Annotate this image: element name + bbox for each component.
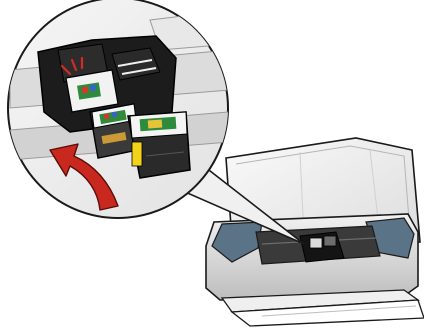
black-cartridge-icon (128, 112, 190, 178)
printer-icon (206, 138, 424, 326)
printer-cartridge-cradle (300, 232, 344, 262)
